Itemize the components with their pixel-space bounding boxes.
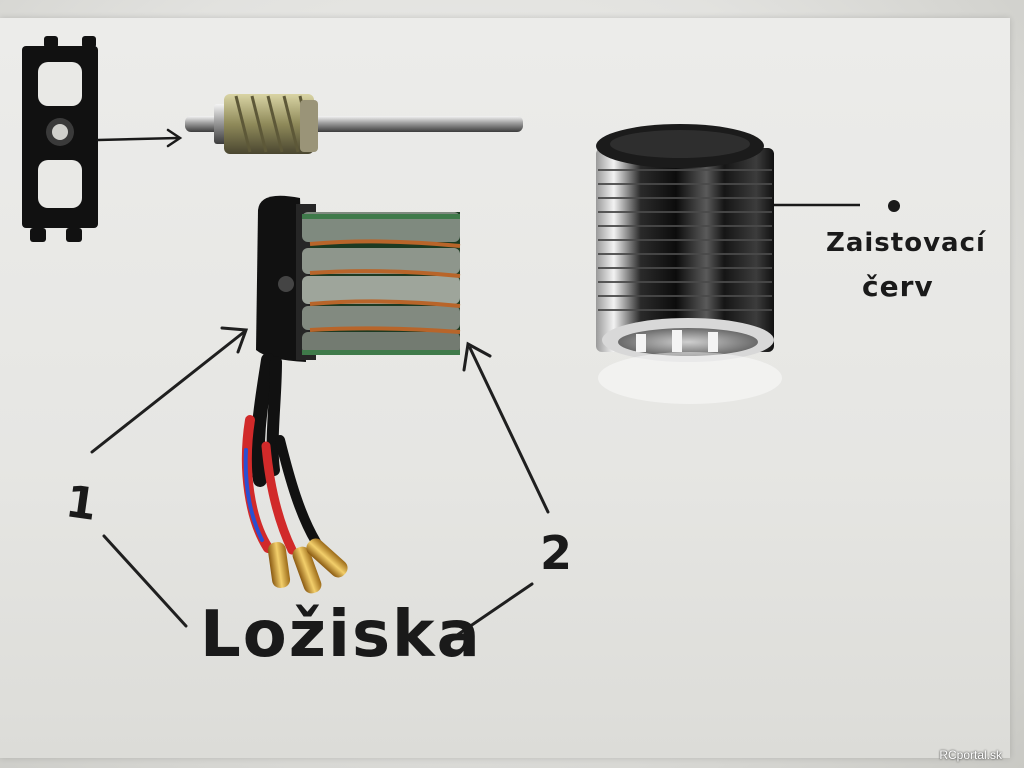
paper-sheet: [0, 18, 1010, 758]
motor-leads: [241, 353, 321, 555]
motor-mount-bracket: [22, 36, 98, 242]
set-screw-pointer: [774, 200, 900, 212]
label-bearings: Ložiska: [200, 598, 482, 672]
motor-shaft-with-pinion: [185, 94, 523, 154]
bullet-connectors: [267, 538, 348, 594]
handdrawn-arrows: [90, 326, 550, 646]
rotor-bell: [596, 124, 782, 404]
watermark: RCportal.sk: [939, 748, 1002, 762]
label-set-screw-line2: červ: [862, 270, 934, 303]
arrow-bracket-to-shaft: [96, 128, 183, 148]
label-bearing-2: 2: [540, 526, 573, 580]
label-set-screw-line1: Zaistovací: [826, 228, 986, 258]
stator-assembly: [256, 195, 461, 362]
